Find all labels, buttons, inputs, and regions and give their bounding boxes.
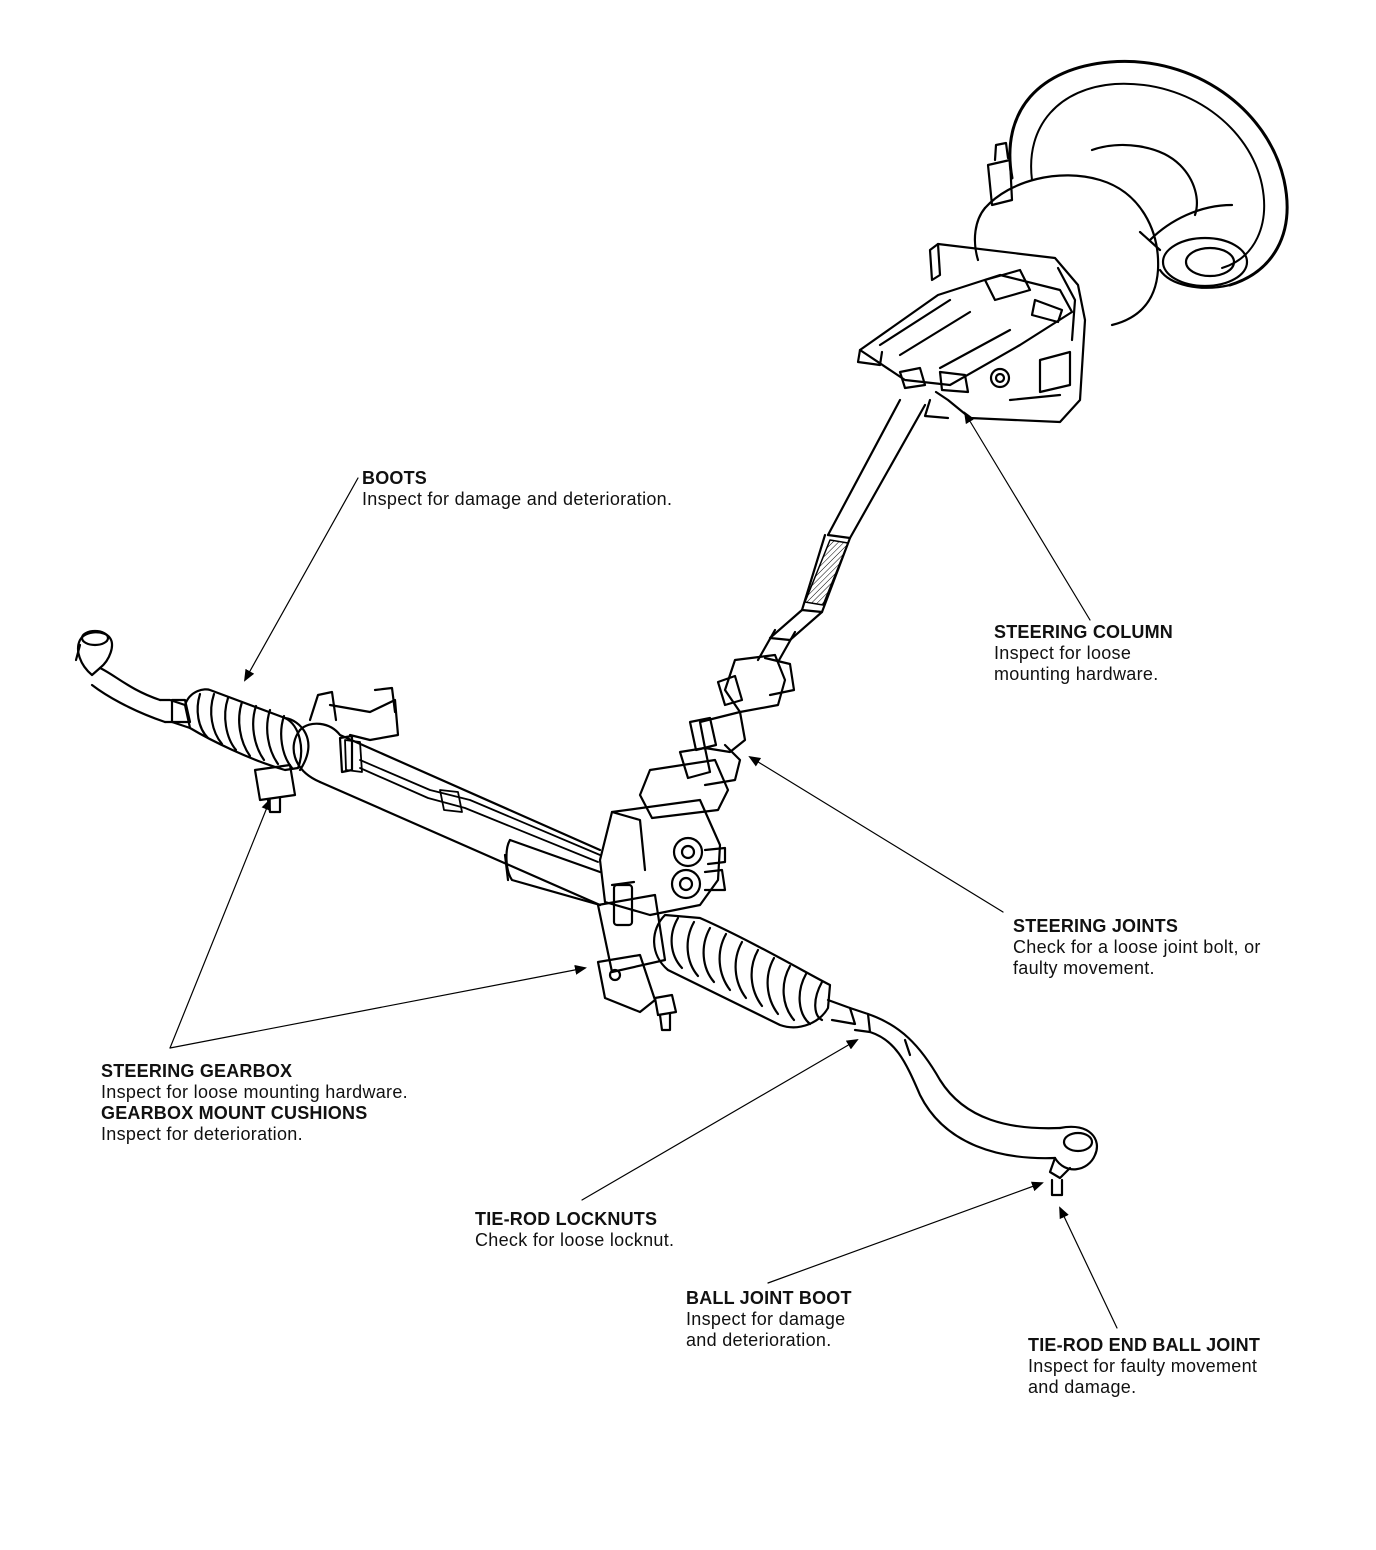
callout-steering-column: STEERING COLUMN Inspect for loose mounti… bbox=[994, 622, 1173, 685]
callout-description-line-1: Inspect for damage bbox=[686, 1309, 846, 1329]
callout-description-line-1: Inspect for faulty movement bbox=[1028, 1356, 1258, 1376]
steering-column-bracket bbox=[856, 242, 1087, 424]
callout-boots: BOOTS Inspect for damage and deteriorati… bbox=[362, 468, 672, 510]
callout-title: STEERING COLUMN bbox=[994, 622, 1174, 642]
callout-steering-joints: STEERING JOINTS Check for a loose joint … bbox=[1013, 916, 1261, 979]
callout-tie-rod-end-ball-joint: TIE-ROD END BALL JOINT Inspect for fault… bbox=[1028, 1335, 1260, 1398]
callout-description-line-1: Inspect for loose bbox=[994, 643, 1132, 663]
steering-column-shroud bbox=[973, 141, 1160, 327]
callout-description: Inspect for loose mounting hardware. bbox=[101, 1082, 408, 1102]
right-boot bbox=[653, 913, 832, 1029]
steering-joints-assembly bbox=[638, 653, 796, 820]
callout-description-line-2: and deterioration. bbox=[686, 1330, 832, 1350]
callout-title: BOOTS bbox=[362, 468, 428, 488]
left-boot bbox=[183, 688, 310, 772]
callout-description-line-2: mounting hardware. bbox=[994, 664, 1159, 684]
callout-description-line-2: faulty movement. bbox=[1013, 958, 1155, 978]
leader-lines bbox=[169, 411, 1118, 1329]
callout-title: TIE-ROD END BALL JOINT bbox=[1028, 1335, 1261, 1355]
left-gearbox-mount bbox=[253, 686, 400, 814]
callout-title-secondary: GEARBOX MOUNT CUSHIONS bbox=[101, 1103, 368, 1123]
callout-description-line-2: and damage. bbox=[1028, 1377, 1137, 1397]
callout-title: BALL JOINT BOOT bbox=[686, 1288, 852, 1308]
steering-wheel bbox=[1008, 59, 1289, 289]
callout-title: STEERING JOINTS bbox=[1013, 916, 1179, 936]
callout-tie-rod-locknuts: TIE-ROD LOCKNUTS Check for loose locknut… bbox=[475, 1209, 674, 1251]
fluid-lines bbox=[344, 739, 601, 863]
callout-description-line-1: Check for a loose joint bolt, or bbox=[1013, 937, 1261, 957]
callout-description: Check for loose locknut. bbox=[475, 1230, 675, 1250]
gearbox-valve-body bbox=[596, 798, 727, 974]
callout-description: Inspect for damage and deterioration. bbox=[362, 489, 673, 509]
rack-housing bbox=[292, 722, 602, 907]
right-gearbox-mount bbox=[596, 953, 678, 1032]
callout-steering-gearbox: STEERING GEARBOX Inspect for loose mount… bbox=[101, 1061, 408, 1145]
right-tie-rod bbox=[826, 998, 1098, 1197]
left-tie-rod bbox=[74, 629, 192, 730]
callout-title: STEERING GEARBOX bbox=[101, 1061, 293, 1081]
steering-shaft bbox=[756, 398, 927, 664]
callout-ball-joint-boot: BALL JOINT BOOT Inspect for damage and d… bbox=[686, 1288, 852, 1351]
callout-description-secondary: Inspect for deterioration. bbox=[101, 1124, 303, 1144]
callout-title: TIE-ROD LOCKNUTS bbox=[475, 1209, 658, 1229]
